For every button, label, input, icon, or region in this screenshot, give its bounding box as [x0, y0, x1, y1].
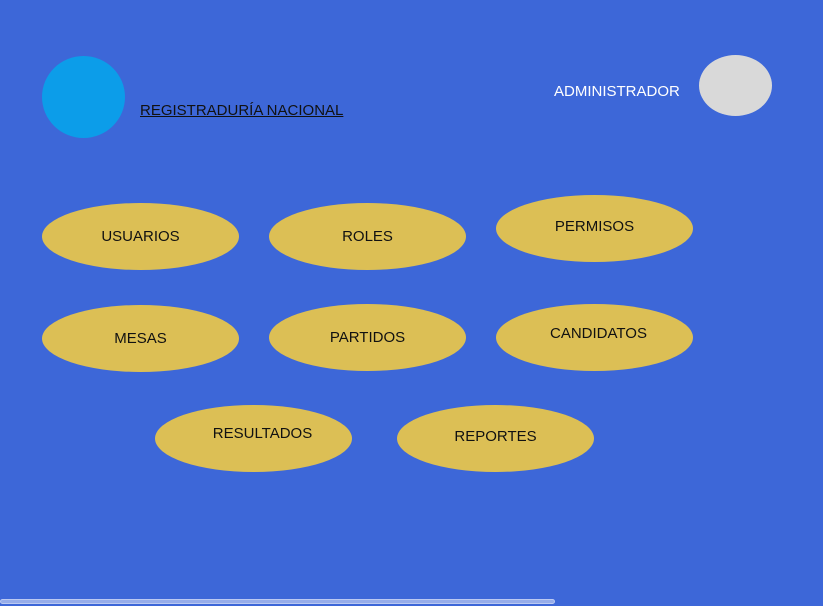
menu-button-label: REPORTES: [454, 427, 537, 445]
menu-button-label: PARTIDOS: [329, 329, 406, 346]
menu-button-label: ROLES: [342, 228, 393, 245]
menu-button-label: MESAS: [114, 330, 167, 347]
scrollbar-thumb[interactable]: [0, 599, 555, 604]
menu-button-label: RESULTADOS: [212, 425, 313, 442]
menu-button-label: PERMISOS: [554, 218, 635, 235]
menu-button-usuarios[interactable]: USUARIOS: [42, 203, 239, 270]
avatar[interactable]: [699, 55, 772, 116]
menu-button-label: USUARIOS: [101, 228, 180, 245]
user-role-label: ADMINISTRADOR: [554, 83, 680, 100]
app-title-link[interactable]: REGISTRADURÍA NACIONAL: [140, 102, 344, 119]
horizontal-scrollbar[interactable]: [0, 596, 823, 606]
menu-button-label: CANDIDATOS: [550, 325, 647, 342]
menu-button-partidos[interactable]: PARTIDOS: [269, 304, 466, 371]
menu-button-reportes[interactable]: REPORTES: [397, 405, 594, 472]
logo: [42, 56, 125, 138]
menu-button-mesas[interactable]: MESAS: [42, 305, 239, 372]
menu-button-permisos[interactable]: PERMISOS: [496, 195, 693, 262]
menu-button-candidatos[interactable]: CANDIDATOS: [496, 304, 693, 371]
menu-button-roles[interactable]: ROLES: [269, 203, 466, 270]
menu-button-resultados[interactable]: RESULTADOS: [155, 405, 352, 472]
